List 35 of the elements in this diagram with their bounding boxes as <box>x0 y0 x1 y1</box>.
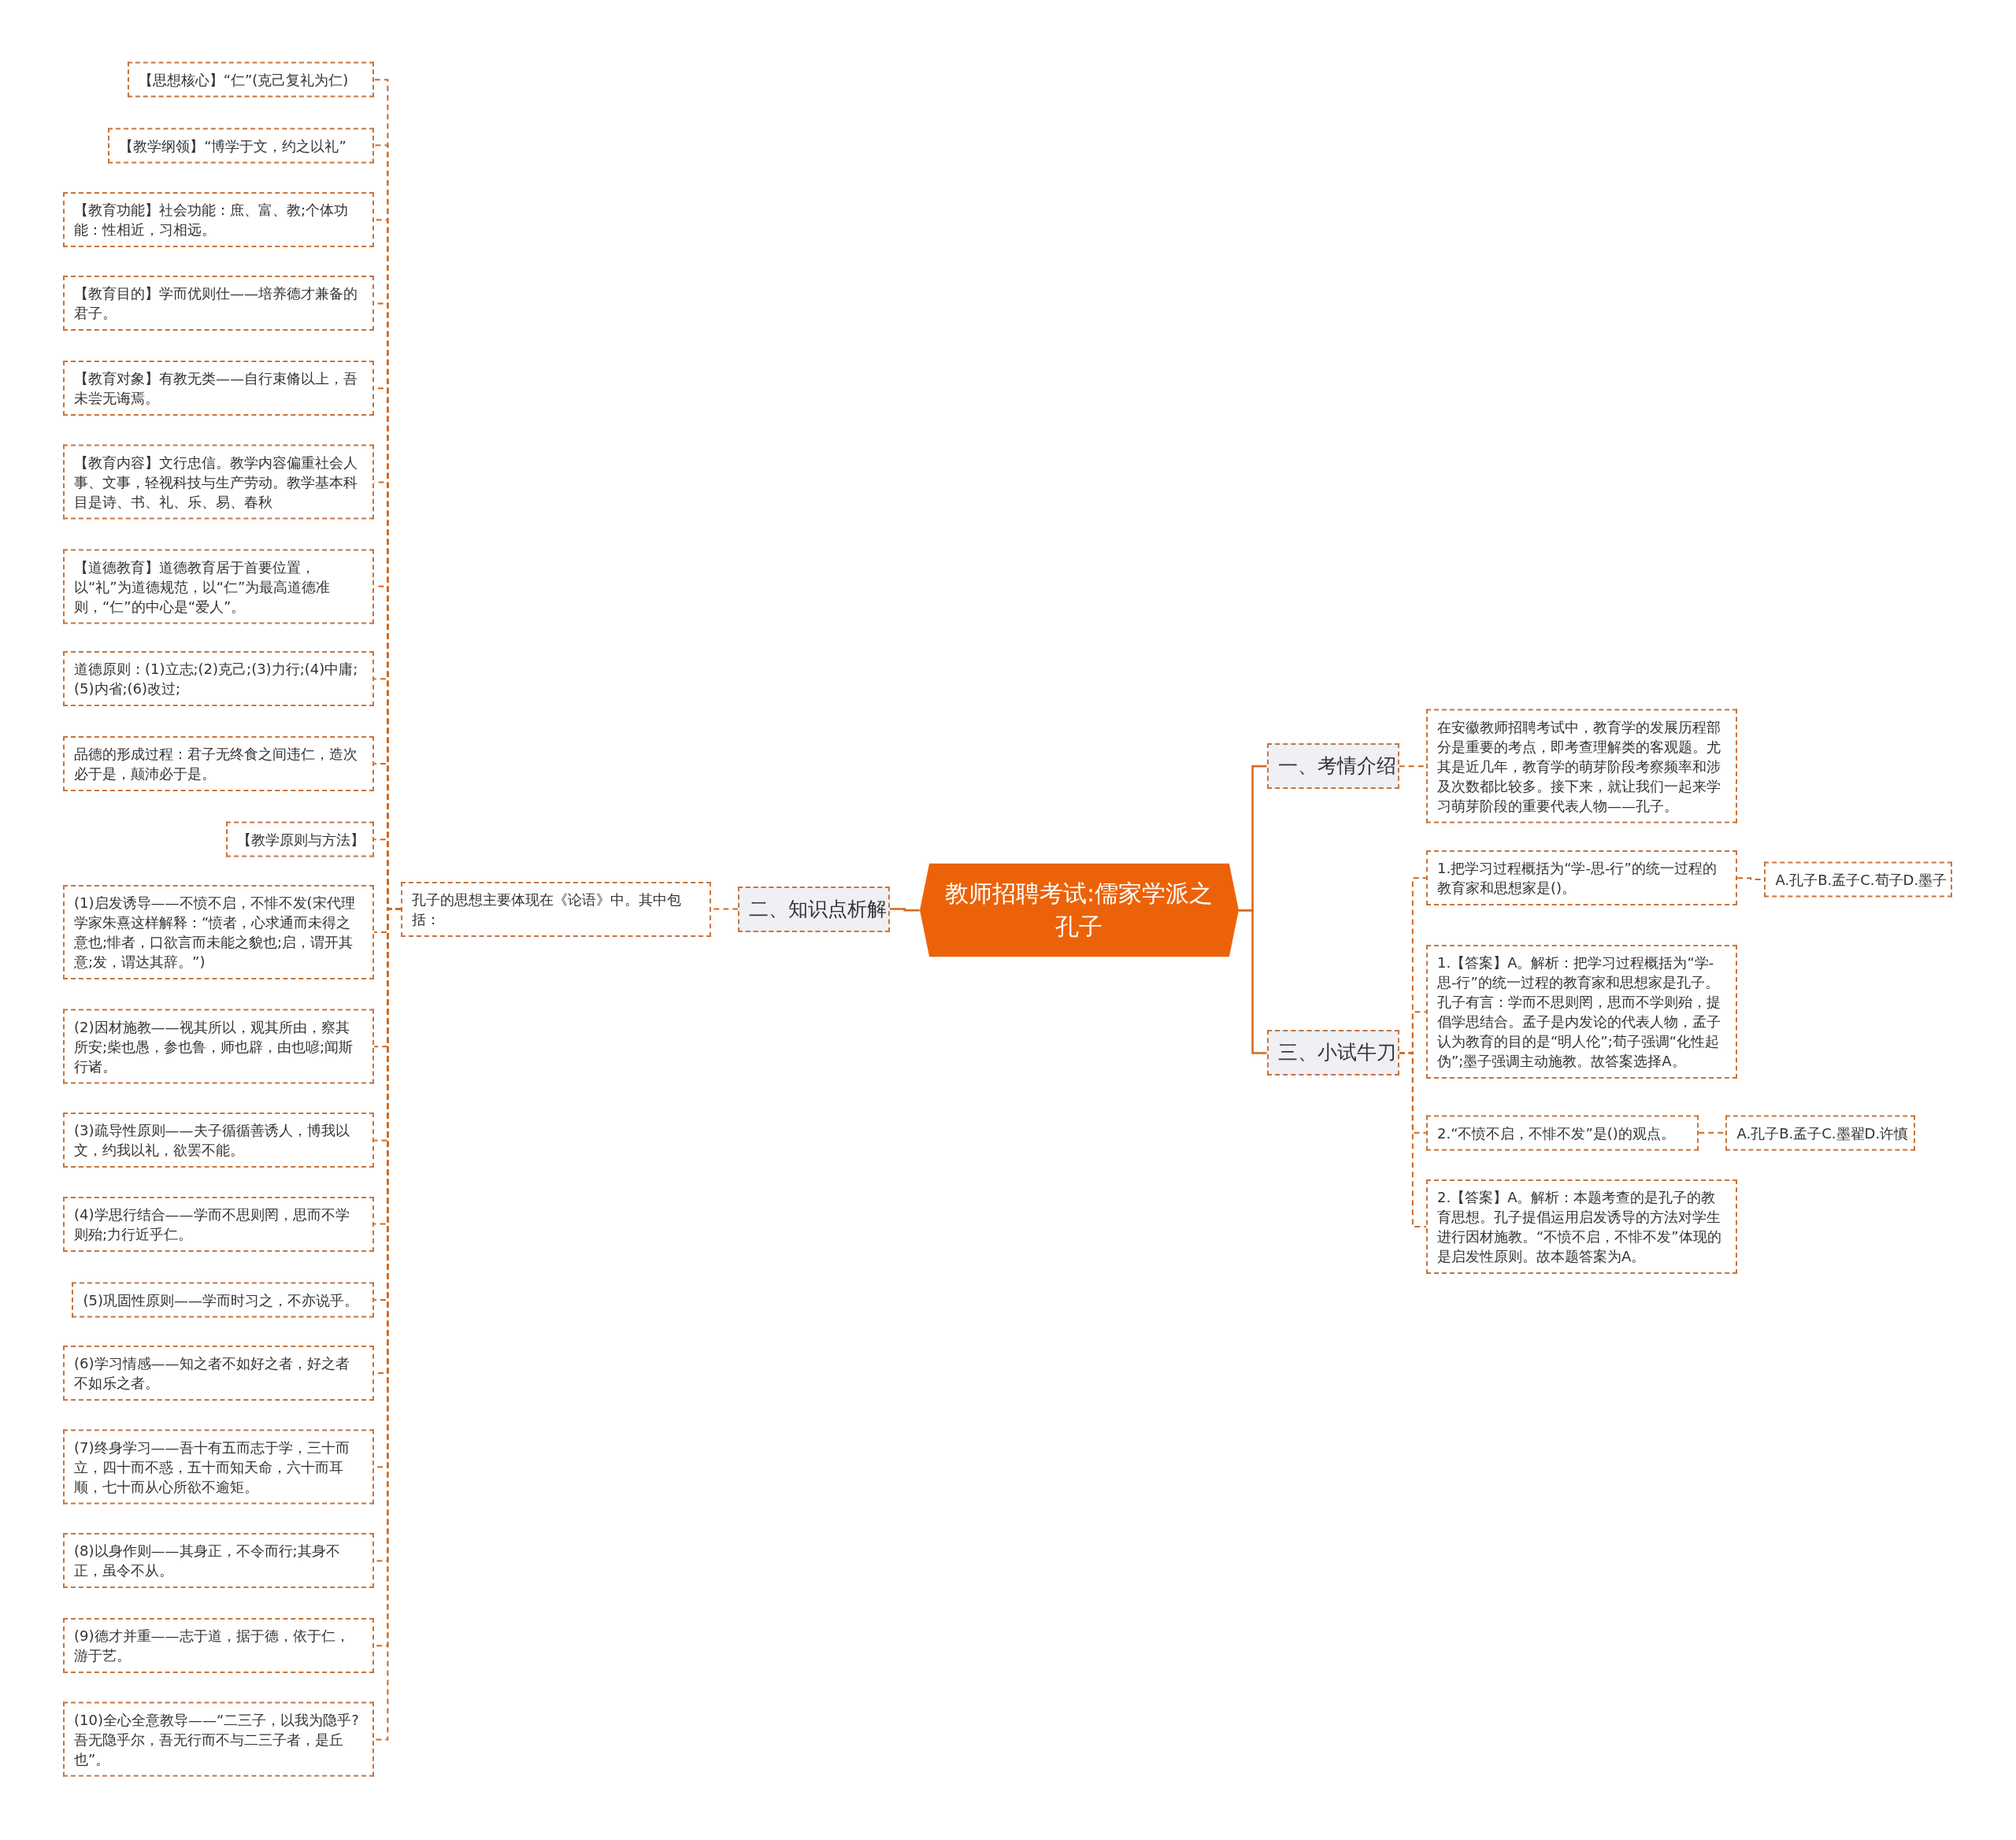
text-box: (3)疏导性原则——夫子循循善诱人，博我以文，约我以礼，欲罢不能。 <box>63 1113 375 1168</box>
text-box: 2.“不愤不启，不悱不发”是()的观点。 <box>1426 1115 1699 1151</box>
text-box: 【教学纲领】“博学于文，约之以礼” <box>108 128 375 163</box>
text-box: 1.【答案】A。解析：把学习过程概括为“学-思-行”的统一过程的教育家和思想家是孔子。孔子有言：学而不思则罔，思而不学则殆，提倡学思结合。孟子是内发论的代表人物，孟子认为教育的目的是“明人伦”;荀子强调“化性起伪”;墨子强调主动施教。故答案选择A。 <box>1426 945 1738 1079</box>
text-box: A.孔子B.孟子C.墨翟D.许慎 <box>1725 1115 1915 1151</box>
branch-topic: 三、小试牛刀 <box>1266 1030 1399 1076</box>
connector-line <box>890 908 920 912</box>
text-box: 【教育目的】学而优则仕——培养德才兼备的君子。 <box>63 276 375 331</box>
branch-topic: 一、考情介绍 <box>1266 743 1399 790</box>
connector-line <box>1238 909 1267 1054</box>
text-box: (6)学习情感——知之者不如好之者，好之者不如乐之者。 <box>63 1346 375 1401</box>
text-box: 2.【答案】A。解析：本题考查的是孔子的教育思想。孔子提倡运用启发诱导的方法对学生进行因材施教。“不愤不启，不悱不发”体现的是启发性原则。故本题答案为A。 <box>1426 1179 1738 1274</box>
branch-topic: 二、知识点析解 <box>738 886 890 932</box>
text-box: 【思想核心】“仁”(克己复礼为仁) <box>127 61 375 98</box>
text-box: 道德原则：(1)立志;(2)克己;(3)力行;(4)中庸;(5)内省;(6)改过; <box>63 651 375 707</box>
text-box: 【道德教育】道德教育居于首要位置，以“礼”为道德规范，以“仁”为最高道德准则，“仁”的中心是“爱人”。 <box>63 549 375 624</box>
text-box: 品德的形成过程：君子无终食之间违仁，造次必于是，颠沛必于是。 <box>63 736 375 791</box>
text-box: A.孔子B.孟子C.荀子D.墨子 <box>1764 861 1952 898</box>
text-box: (10)全心全意教导——“二三子，以我为隐乎?吾无隐乎尔，吾无行而不与二三子者，是丘也”。 <box>63 1701 375 1777</box>
text-box: (4)学思行结合——学而不思则罔，思而不学则殆;力行近乎仁。 <box>63 1196 375 1252</box>
text-box: 孔子的思想主要体现在《论语》中。其中包括： <box>401 881 712 937</box>
text-box: 【教学原则与方法】 <box>226 821 375 857</box>
text-box: 1.把学习过程概括为“学-思-行”的统一过程的教育家和思想家是()。 <box>1426 850 1738 906</box>
root-topic: 教师招聘考试:儒家学派之孔子 <box>919 863 1239 957</box>
text-box: 【教育内容】文行忠信。教学内容偏重社会人事、文事，轻视科技与生产劳动。教学基本科目是诗、书、礼、乐、易、春秋 <box>63 444 375 520</box>
text-box: (1)启发诱导——不愤不启，不悱不发(宋代理学家朱熹这样解释：“愤者，心求通而未得之意也;悱者，口欲言而未能之貌也;启，谓开其意;发，谓达其辞。”) <box>63 884 375 979</box>
connector-line <box>1398 1052 1427 1227</box>
text-box: 在安徽教师招聘考试中，教育学的发展历程部分是重要的考点，即考查理解类的客观题。尤其是近几年，教育学的萌芽阶段考察频率和涉及次数都比较多。接下来，就让我们一起来学习萌芽阶段的重要代表人物——孔子。 <box>1426 709 1738 824</box>
text-box: (7)终身学习——吾十有五而志于学，三十而立，四十而不惑，五十而知天命，六十而耳顺，七十而从心所欲不逾矩。 <box>63 1429 375 1505</box>
text-box: (8)以身作则——其身正，不令而行;其身不正，虽令不从。 <box>63 1533 375 1589</box>
text-box: (5)巩固性原则——学而时习之，不亦说乎。 <box>72 1282 375 1318</box>
text-box: 【教育功能】社会功能：庶、富、教;个体功能：性相近，习相远。 <box>63 192 375 248</box>
text-box: (2)因材施教——视其所以，观其所由，察其所安;柴也愚，参也鲁，师也辟，由也喭;闻斯行诸。 <box>63 1009 375 1084</box>
text-box: (9)德才并重——志于道，据于德，依于仁，游于艺。 <box>63 1618 375 1674</box>
text-box: 【教育对象】有教无类——自行束脩以上，吾未尝无诲焉。 <box>63 361 375 416</box>
